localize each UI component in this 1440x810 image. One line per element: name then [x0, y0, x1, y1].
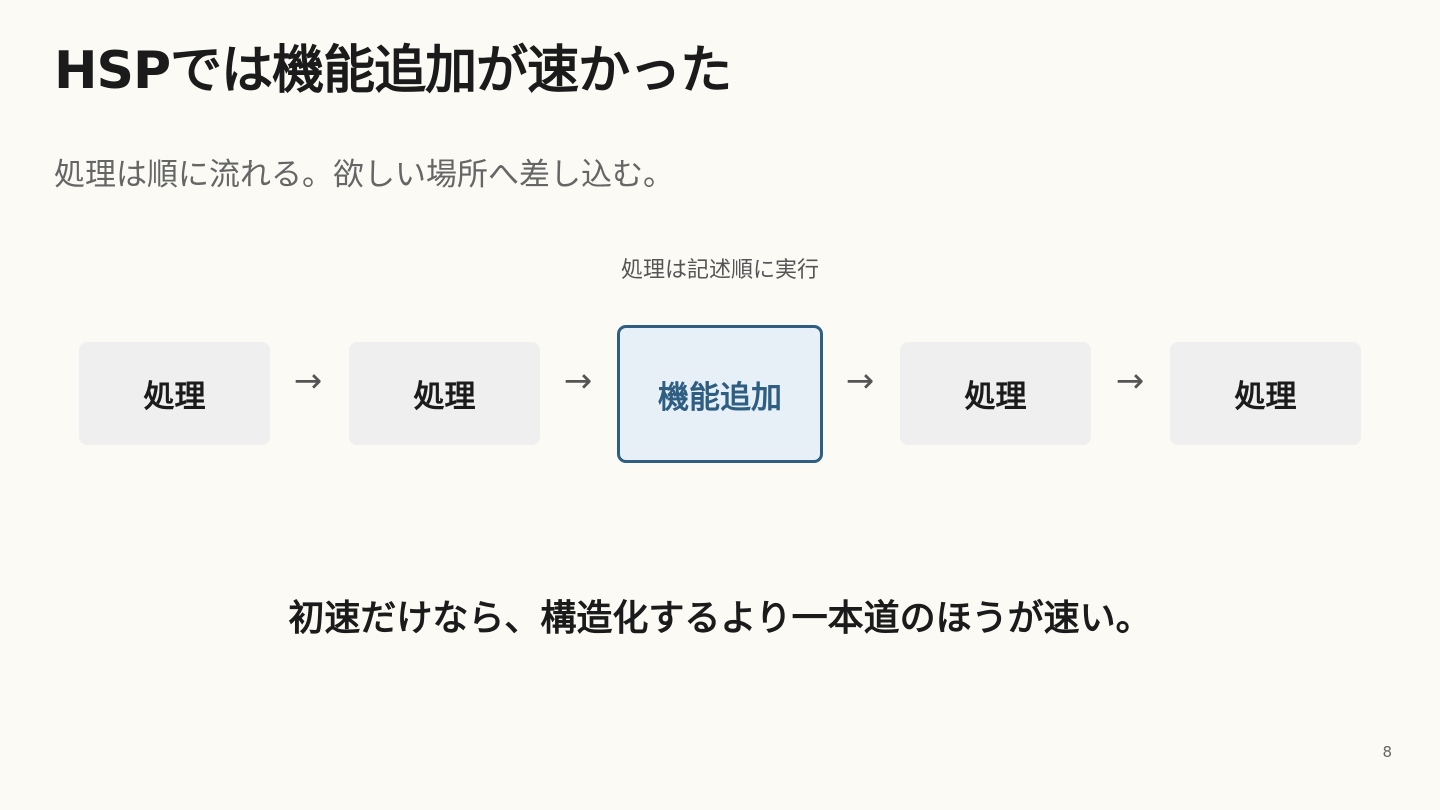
key-message: 初速だけなら、構造化するより一本道のほうが速い。: [288, 598, 1152, 639]
arrow-right-icon: →: [293, 361, 323, 401]
slide-title: HSPでは機能追加が速かった: [54, 41, 732, 101]
feature-addition-step: 機能追加: [617, 325, 823, 463]
slide-subtitle: 処理は順に流れる。欲しい場所へ差し込む。: [54, 157, 674, 193]
page-number: 8: [1382, 743, 1392, 761]
arrow-right-icon: →: [563, 361, 593, 401]
process-step-2: 処理: [349, 342, 540, 445]
arrow-right-icon: →: [1115, 361, 1145, 401]
process-step-1: 処理: [79, 342, 270, 445]
process-step-4: 処理: [900, 342, 1091, 445]
flow-caption: 処理は記述順に実行: [620, 258, 819, 283]
process-step-5: 処理: [1170, 342, 1361, 445]
arrow-right-icon: →: [845, 361, 875, 401]
